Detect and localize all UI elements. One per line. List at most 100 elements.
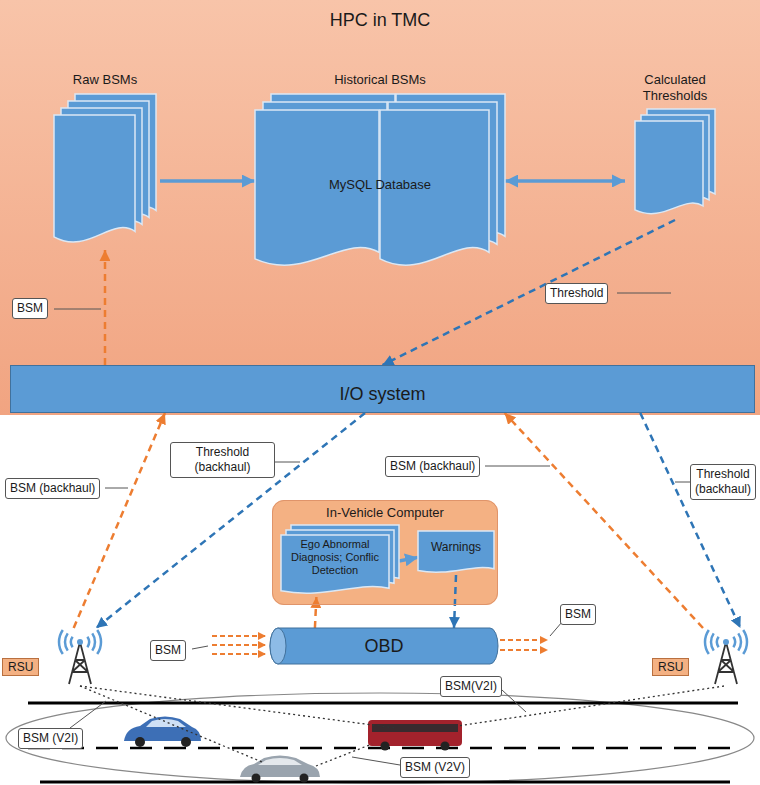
gray-car: [252, 774, 261, 783]
road: [6, 693, 754, 783]
bus: [368, 720, 462, 751]
node-text: Warnings: [418, 531, 494, 554]
bus: [381, 742, 390, 751]
antenna-tower: [77, 639, 83, 645]
leader-line: [502, 690, 526, 712]
shape-outline: [46, 628, 114, 686]
bsm-arrow: [500, 649, 548, 651]
blue-car: [135, 737, 145, 747]
callout-label: BSM: [560, 604, 596, 625]
node-text: I/O system: [339, 374, 425, 405]
radio-wave: [71, 637, 73, 647]
node-text: OBD: [364, 636, 403, 657]
radio-wave: [705, 630, 709, 654]
connector-arrow: [315, 597, 316, 628]
antenna-tower: [69, 642, 91, 684]
signal-line: [80, 686, 262, 762]
database-stack: Historical BSMsMySQL Database: [255, 62, 505, 275]
antenna-tower: [723, 639, 729, 645]
document-stack: Calculated Thresholds: [625, 62, 725, 220]
warning-document: Warnings: [418, 531, 494, 575]
leader-line: [54, 293, 690, 765]
antenna-tower: [715, 642, 737, 684]
callout-label: BSM (V2V): [400, 757, 470, 778]
leader-line: [485, 466, 550, 467]
callout-label: Threshold (backhaul): [170, 442, 275, 478]
road: [40, 781, 730, 784]
callout-label: Threshold: [545, 283, 608, 304]
bus: [441, 742, 450, 751]
connector-arrow: [505, 179, 625, 183]
document-shape: [635, 121, 703, 214]
gray-car: [258, 758, 302, 765]
leader-line: [617, 293, 671, 294]
callout-label: Threshold (backhaul): [690, 464, 756, 500]
leader-line: [352, 757, 400, 765]
leader-line: [192, 646, 208, 649]
connector-arrow: [74, 413, 165, 628]
blue-car: [124, 717, 201, 742]
radio-wave: [743, 630, 747, 654]
connector-arrow: [454, 575, 456, 628]
bus-body: [270, 628, 498, 664]
connector-arrow: [160, 179, 255, 183]
callout-label: BSM: [12, 298, 48, 319]
node-text: Ego Abnormal Diagnosis; Conflic Detectio…: [281, 525, 399, 578]
radio-wave: [97, 630, 101, 654]
hpc-panel: HPC in TMC Raw BSMs Historical BSMsMySQL D…: [0, 0, 760, 415]
connector-arrow: [104, 250, 107, 365]
bus: [372, 724, 458, 732]
signal-line: [80, 686, 724, 766]
callout-label: BSM(V2I): [440, 676, 502, 697]
road: [6, 693, 754, 783]
blue-car: [124, 717, 201, 748]
connector-arrow: [640, 413, 740, 628]
radio-wave: [733, 637, 735, 647]
blue-car: [146, 719, 186, 727]
bsm-arrow: [500, 639, 548, 641]
rsu-antenna: RSU: [648, 628, 758, 686]
node-text: RSU: [652, 658, 689, 676]
panel-fill: [272, 500, 498, 605]
rsu-antenna: RSU: [2, 628, 114, 686]
blue-car: [181, 737, 191, 747]
leader-line: [54, 309, 101, 310]
radio-wave: [717, 637, 719, 647]
signal-line: [316, 744, 372, 766]
road: [28, 702, 738, 705]
node-text: HPC in TMC: [0, 0, 760, 31]
node-text: RSU: [2, 658, 39, 676]
leader-line: [70, 701, 106, 728]
gray-car: [300, 774, 309, 783]
shape-outline: [692, 628, 760, 686]
node-text: Calculated Thresholds: [625, 62, 725, 103]
leader-line: [275, 462, 300, 463]
document-shape: [54, 115, 135, 242]
radio-wave: [92, 633, 95, 650]
radio-wave: [65, 633, 68, 650]
node-subtext: MySQL Database: [255, 177, 505, 192]
leader-line: [105, 488, 128, 489]
document-stack: Ego Abnormal Diagnosis; Conflic Detectio…: [281, 525, 399, 597]
radio-wave: [59, 630, 63, 654]
callout-label: BSM (backhaul): [5, 478, 100, 499]
node-text: Historical BSMs: [255, 62, 505, 88]
computer-box: In-Vehicle ComputerEgo Abnormal Diagnosi…: [272, 500, 498, 605]
obd-bus: OBD: [270, 628, 498, 664]
bus: [368, 720, 462, 746]
connector-arrow: [505, 413, 703, 628]
radio-wave: [738, 633, 741, 650]
panel-fill: [0, 0, 760, 415]
gray-car: [240, 756, 320, 783]
callout-label: BSM (V2I): [18, 728, 83, 749]
bsm-arrow: [212, 635, 266, 637]
bus-end: [270, 628, 286, 664]
io-bar: I/O system: [10, 365, 755, 413]
panel-fill: [0, 0, 760, 605]
bsm-arrow: [212, 653, 266, 655]
connector-arrow: [96, 413, 365, 628]
document-stack: Raw BSMs: [50, 62, 160, 250]
connector-arrow: [399, 557, 418, 561]
